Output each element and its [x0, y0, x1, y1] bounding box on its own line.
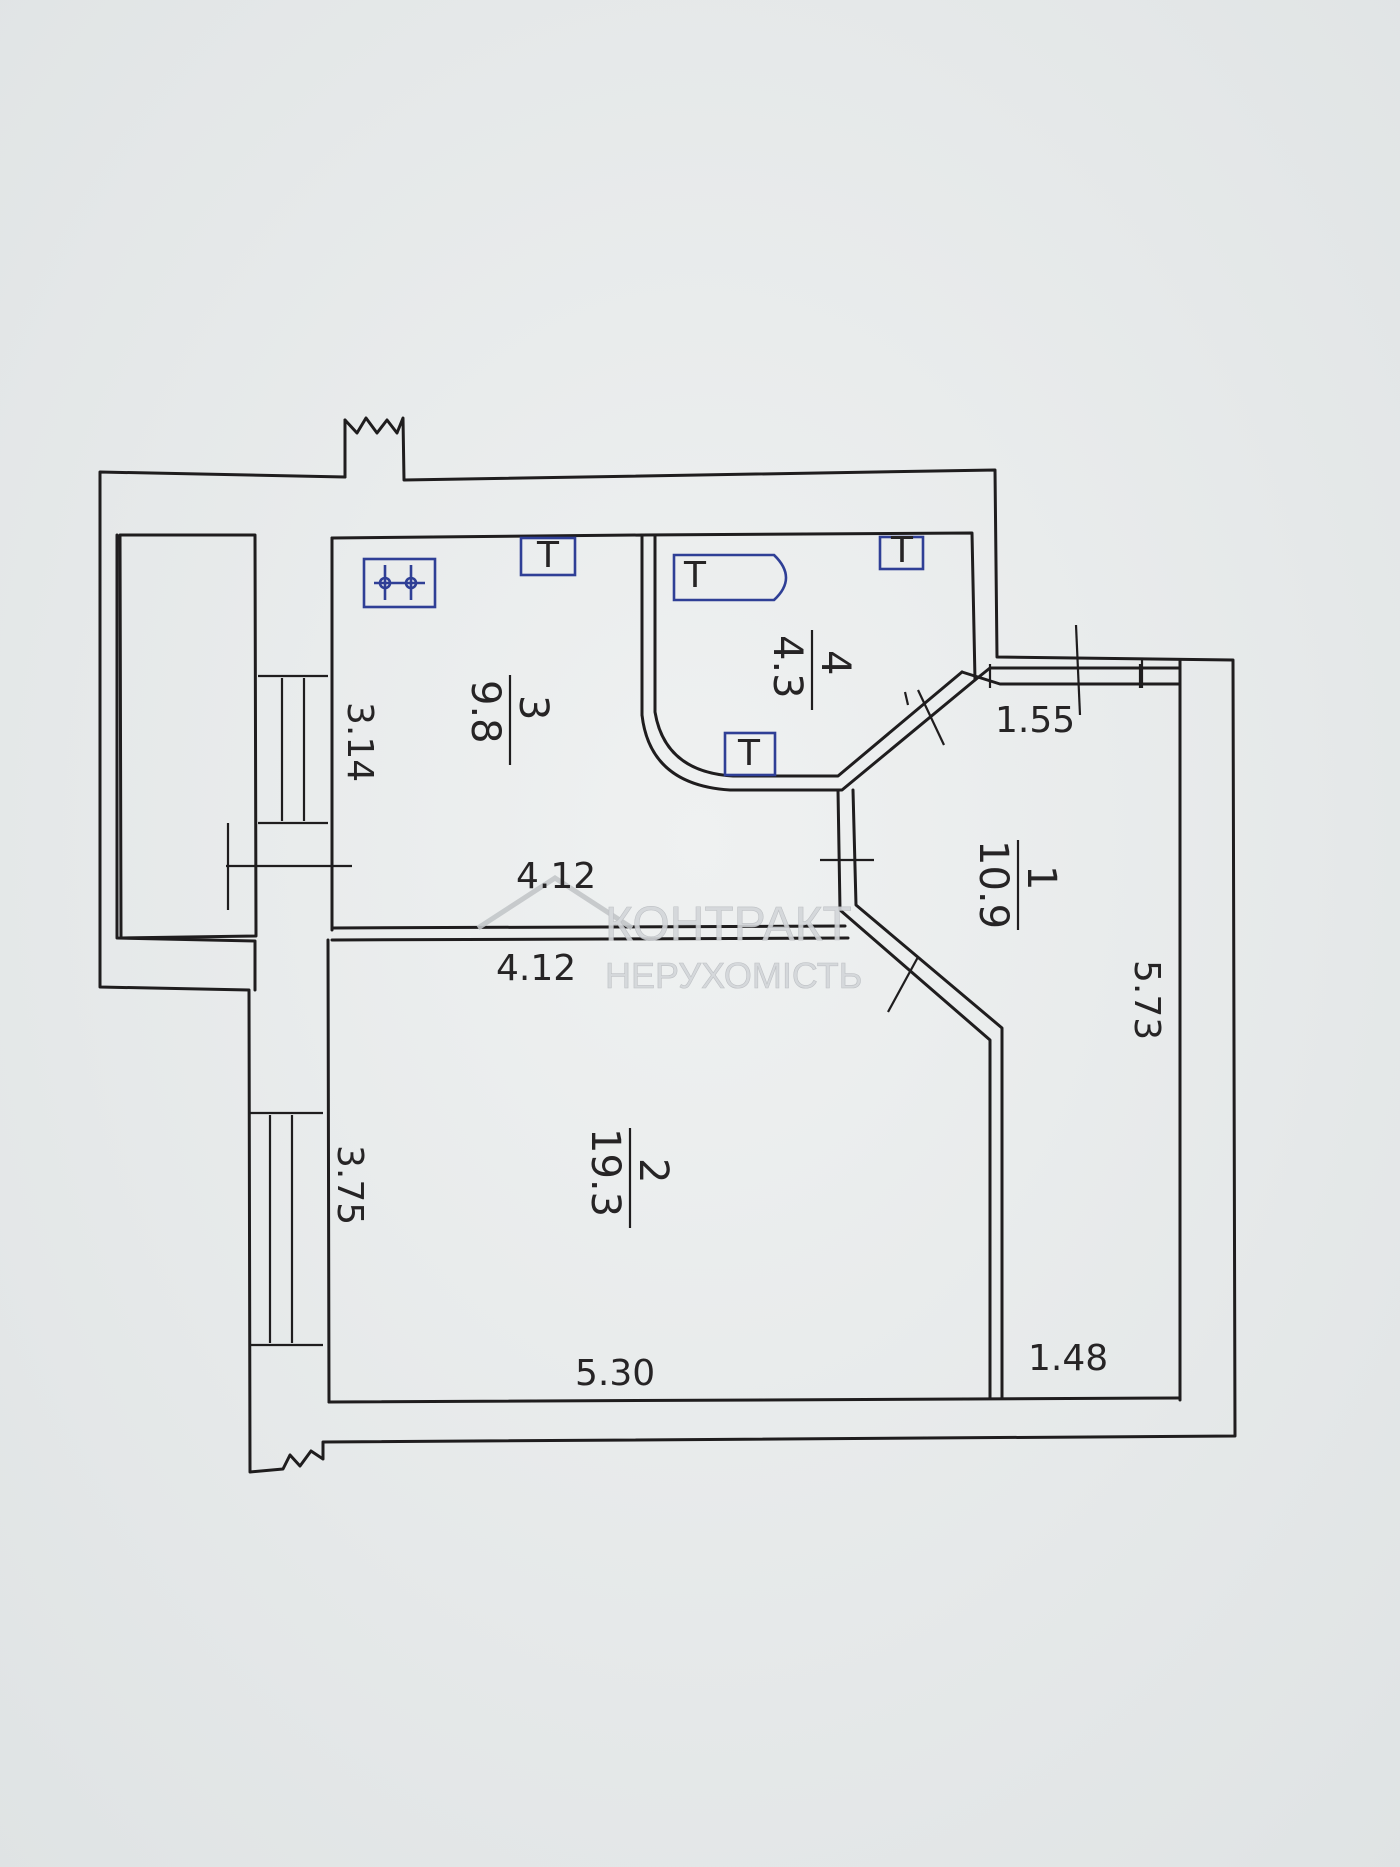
- inner-walls: [326, 531, 1182, 1404]
- watermark: КОНТРАКТ НЕРУХОМІСТЬ: [476, 875, 863, 996]
- room-area: 10.9: [970, 840, 1016, 929]
- room-area: 19.3: [582, 1128, 628, 1217]
- bathtub-icon: T: [672, 553, 788, 602]
- toilet-label: T: [737, 733, 761, 774]
- dimension-kitchen-width: 4.12: [516, 856, 596, 897]
- fixtures: T T T T: [362, 530, 925, 777]
- sink-label: T: [536, 535, 560, 576]
- sink-icon: T: [519, 535, 577, 577]
- bath-sink-label: T: [890, 530, 914, 571]
- dimension-room-top-width: 4.12: [496, 948, 576, 989]
- room-number: 2: [630, 1158, 676, 1183]
- room-number: 4: [812, 650, 858, 675]
- dimension-hall-bottom-width: 1.48: [1028, 1338, 1108, 1379]
- door-marks: [226, 624, 1144, 1013]
- room-label-1: 1 10.9: [970, 840, 1064, 930]
- room-area: 9.8: [462, 680, 508, 744]
- room-area: 4.3: [764, 635, 810, 699]
- room-label-2: 2 19.3: [582, 1128, 676, 1228]
- room-label-4: 4 4.3: [764, 630, 858, 710]
- stove-icon: [362, 557, 437, 609]
- dimension-hall-top-width: 1.55: [995, 700, 1075, 741]
- bath-sink-icon: T: [878, 530, 925, 571]
- watermark-line2: НЕРУХОМІСТЬ: [605, 955, 862, 996]
- room-number: 1: [1018, 865, 1064, 890]
- outer-walls: [98, 416, 1237, 1474]
- room-label-3: 3 9.8: [462, 675, 556, 765]
- watermark-line1: КОНТРАКТ: [605, 898, 852, 951]
- dimension-hall-right-height: 5.73: [1126, 960, 1167, 1040]
- dimension-room-height: 3.75: [329, 1145, 370, 1225]
- dimension-kitchen-height: 3.14: [339, 702, 380, 782]
- dimension-room-bottom-width: 5.30: [575, 1353, 655, 1394]
- windows: [250, 664, 1142, 1347]
- bath-label: T: [683, 555, 707, 596]
- balcony: [118, 533, 258, 940]
- watermark-logo-icon: [476, 875, 634, 931]
- toilet-icon: T: [723, 731, 777, 777]
- room-number: 3: [510, 695, 556, 720]
